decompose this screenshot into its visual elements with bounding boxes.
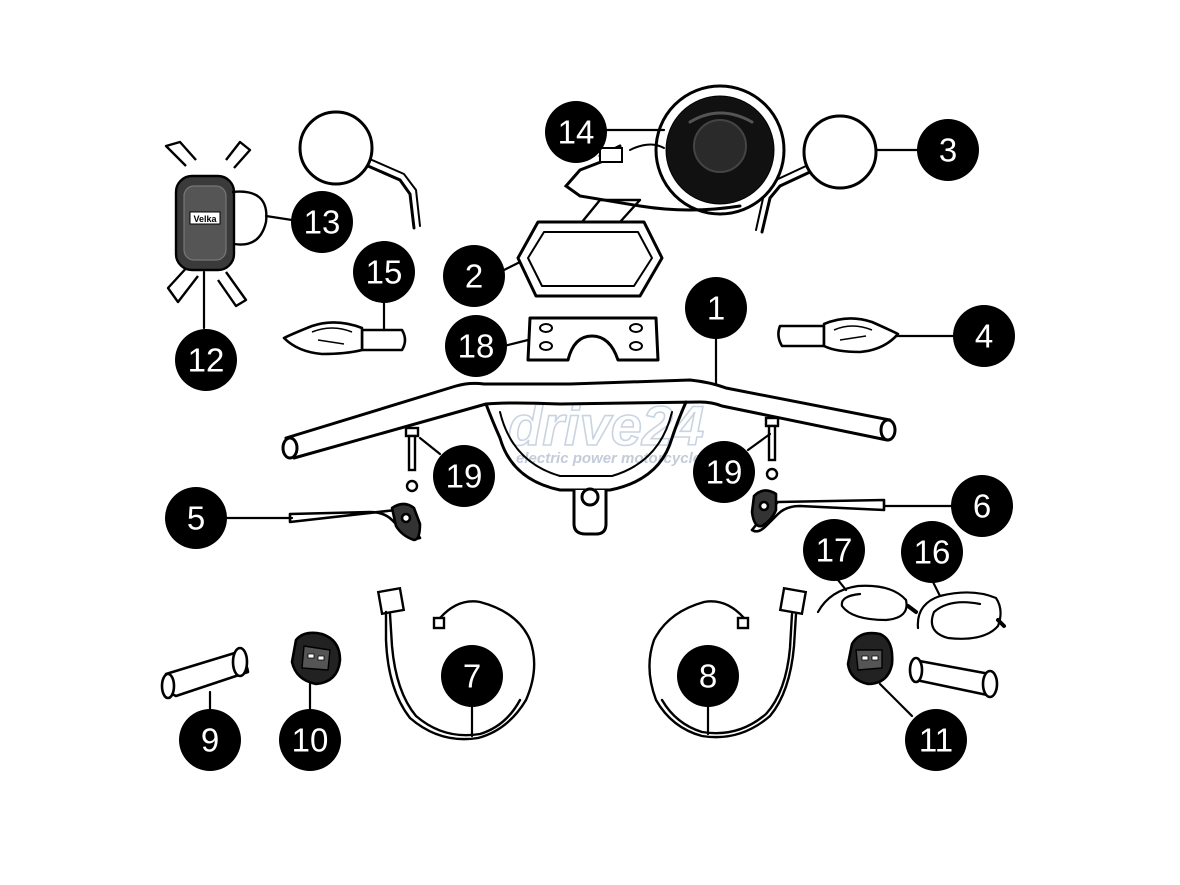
leader-18 — [502, 338, 530, 348]
callout-19b: 19 — [693, 441, 755, 503]
callout-12: 12 — [175, 329, 237, 391]
part-phone-holder-strap — [231, 190, 268, 246]
part-right-switch-harness — [648, 586, 808, 739]
callout-1: 1 — [685, 277, 747, 339]
part-right-switch-block — [846, 631, 894, 686]
svg-text:1: 1 — [707, 290, 725, 327]
svg-text:12: 12 — [188, 342, 225, 379]
watermark-tagline: electric power motorcycle — [516, 450, 701, 467]
callout-18: 18 — [445, 315, 507, 377]
part-handlebar — [281, 378, 897, 536]
part-left-indicator — [282, 321, 407, 356]
part-brake-cable-left — [816, 584, 918, 622]
leader-17 — [836, 578, 848, 592]
svg-text:14: 14 — [558, 114, 595, 151]
svg-text:18: 18 — [458, 328, 495, 365]
leader-11 — [878, 682, 914, 718]
callout-15: 15 — [353, 241, 415, 303]
part-mounting-plate — [526, 316, 660, 362]
part-left-brake-lever — [288, 502, 422, 542]
svg-text:3: 3 — [939, 132, 957, 169]
part-brake-cable-right — [916, 591, 1006, 640]
callout-14: 14 — [545, 101, 607, 163]
callout-13: 13 — [291, 191, 353, 253]
callouts: 1 2 3 4 5 6 7 8 9 10 11 12 13 14 15 16 1… — [165, 101, 1015, 771]
leader-19b — [746, 432, 772, 452]
callout-16: 16 — [901, 521, 963, 583]
part-right-indicator — [777, 317, 900, 354]
vendor-logo: Velka — [193, 214, 217, 224]
svg-text:10: 10 — [292, 722, 329, 759]
svg-text:4: 4 — [975, 318, 993, 355]
callout-11: 11 — [905, 709, 967, 771]
callout-17: 17 — [803, 519, 865, 581]
part-riser-bolt-left — [404, 426, 420, 493]
callout-4: 4 — [953, 305, 1015, 367]
leader-13 — [264, 214, 294, 222]
svg-text:19: 19 — [706, 454, 743, 491]
part-right-grip — [908, 656, 999, 699]
part-riser-bolt-right — [764, 416, 780, 481]
part-left-switch-harness — [376, 586, 536, 741]
callout-3: 3 — [917, 119, 979, 181]
part-headlight — [563, 84, 786, 216]
svg-text:5: 5 — [187, 500, 205, 537]
part-display-bezel — [516, 198, 664, 298]
part-left-mirror — [298, 110, 421, 230]
svg-text:8: 8 — [699, 658, 717, 695]
svg-text:13: 13 — [304, 204, 341, 241]
callout-6: 6 — [951, 475, 1013, 537]
callout-8: 8 — [677, 645, 739, 707]
part-left-grip — [160, 646, 250, 700]
callout-7: 7 — [441, 645, 503, 707]
svg-text:2: 2 — [465, 258, 483, 295]
svg-text:16: 16 — [914, 534, 951, 571]
part-left-switch-block — [290, 631, 342, 686]
leader-19a — [418, 436, 442, 456]
callout-5: 5 — [165, 487, 227, 549]
svg-text:17: 17 — [816, 532, 853, 569]
svg-text:9: 9 — [201, 722, 219, 759]
svg-text:15: 15 — [366, 254, 403, 291]
callout-2: 2 — [443, 245, 505, 307]
svg-text:6: 6 — [973, 488, 991, 525]
callout-19a: 19 — [433, 445, 495, 507]
svg-text:7: 7 — [463, 658, 481, 695]
part-phone-holder: Velka — [164, 140, 252, 308]
svg-text:11: 11 — [919, 722, 953, 759]
callout-9: 9 — [179, 709, 241, 771]
part-right-brake-lever — [750, 489, 886, 533]
callout-10: 10 — [279, 709, 341, 771]
svg-text:19: 19 — [446, 458, 483, 495]
